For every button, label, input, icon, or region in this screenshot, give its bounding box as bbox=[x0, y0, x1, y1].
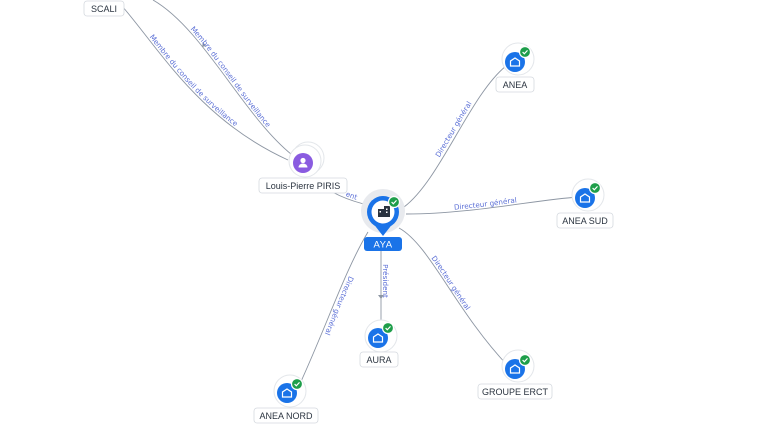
edge-label: Président bbox=[381, 264, 390, 298]
edge-scali-louis-1[interactable] bbox=[152, 0, 297, 159]
node-label-box bbox=[253, 407, 319, 424]
center-label: AYA bbox=[373, 240, 392, 251]
node-anea-nord[interactable]: ANEA NORD bbox=[253, 374, 319, 424]
node-scali[interactable]: SCALI bbox=[83, 0, 125, 17]
center-label-box bbox=[364, 237, 402, 251]
node-label: ANEA SUD bbox=[562, 216, 608, 226]
node-label: ANEA bbox=[503, 80, 528, 90]
edge-label: Membre du conseil de surveillance bbox=[189, 24, 273, 129]
verified-check-mark bbox=[522, 357, 528, 363]
edge-arrowhead bbox=[378, 295, 384, 299]
edge-scali-louis-2[interactable] bbox=[121, 5, 289, 161]
verified-check-mark bbox=[592, 185, 598, 191]
edge-label: ent bbox=[345, 189, 359, 201]
node-aura[interactable]: AURA bbox=[359, 319, 399, 368]
edge-label: Membre du conseil de surveillance bbox=[148, 33, 240, 129]
building-icon bbox=[378, 206, 390, 217]
edge-arrowhead bbox=[202, 42, 206, 47]
verified-check-icon bbox=[381, 321, 395, 335]
verified-check-icon bbox=[518, 45, 532, 59]
building-icon bbox=[509, 364, 521, 374]
verified-check-icon bbox=[518, 353, 532, 367]
node-label: GROUPE ERCT bbox=[482, 387, 549, 397]
edge-label: Directeur général bbox=[433, 100, 473, 159]
node-anea-sud[interactable]: ANEA SUD bbox=[556, 178, 614, 229]
node-label-box bbox=[359, 351, 399, 368]
building-icon bbox=[281, 388, 293, 398]
person-icon-body bbox=[298, 163, 308, 168]
node-label-box bbox=[495, 76, 535, 93]
edge-aya-anea[interactable] bbox=[403, 65, 507, 208]
node-label-box bbox=[477, 383, 553, 400]
node-anea[interactable]: ANEA bbox=[495, 42, 535, 93]
node-label: Louis-Pierre PIRIS bbox=[266, 181, 341, 191]
person-icon-head bbox=[300, 157, 306, 164]
verified-check-icon bbox=[387, 195, 401, 209]
edge-label: Directeur général bbox=[454, 195, 518, 211]
node-label-box bbox=[83, 0, 125, 17]
verified-check-mark bbox=[391, 199, 397, 205]
edge-aya-groupe-erct[interactable] bbox=[398, 227, 509, 367]
verified-check-mark bbox=[522, 49, 528, 55]
building-icon bbox=[509, 57, 521, 67]
building-icon bbox=[372, 333, 384, 343]
node-label-box bbox=[258, 177, 348, 194]
company-disc bbox=[505, 359, 525, 379]
building-icon bbox=[579, 193, 591, 203]
verified-check-icon bbox=[588, 181, 602, 195]
node-label: ANEA NORD bbox=[259, 411, 313, 421]
node-aya-center[interactable]: AYA bbox=[361, 189, 405, 251]
node-label-box bbox=[556, 212, 614, 229]
verified-check-mark bbox=[385, 325, 391, 331]
verified-check-mark bbox=[294, 381, 300, 387]
node-louis-pierre-piris[interactable]: Louis-Pierre PIRIS bbox=[258, 141, 348, 194]
edge-label: Directeur général bbox=[430, 254, 473, 312]
company-disc bbox=[277, 383, 297, 403]
verified-check-icon bbox=[290, 377, 304, 391]
edge-label: Directeur général bbox=[323, 275, 356, 337]
company-disc bbox=[368, 328, 388, 348]
node-label: SCALI bbox=[91, 4, 117, 14]
node-groupe-erct[interactable]: GROUPE ERCT bbox=[477, 349, 553, 400]
company-disc bbox=[575, 188, 595, 208]
company-disc bbox=[505, 52, 525, 72]
node-label: AURA bbox=[366, 355, 391, 365]
